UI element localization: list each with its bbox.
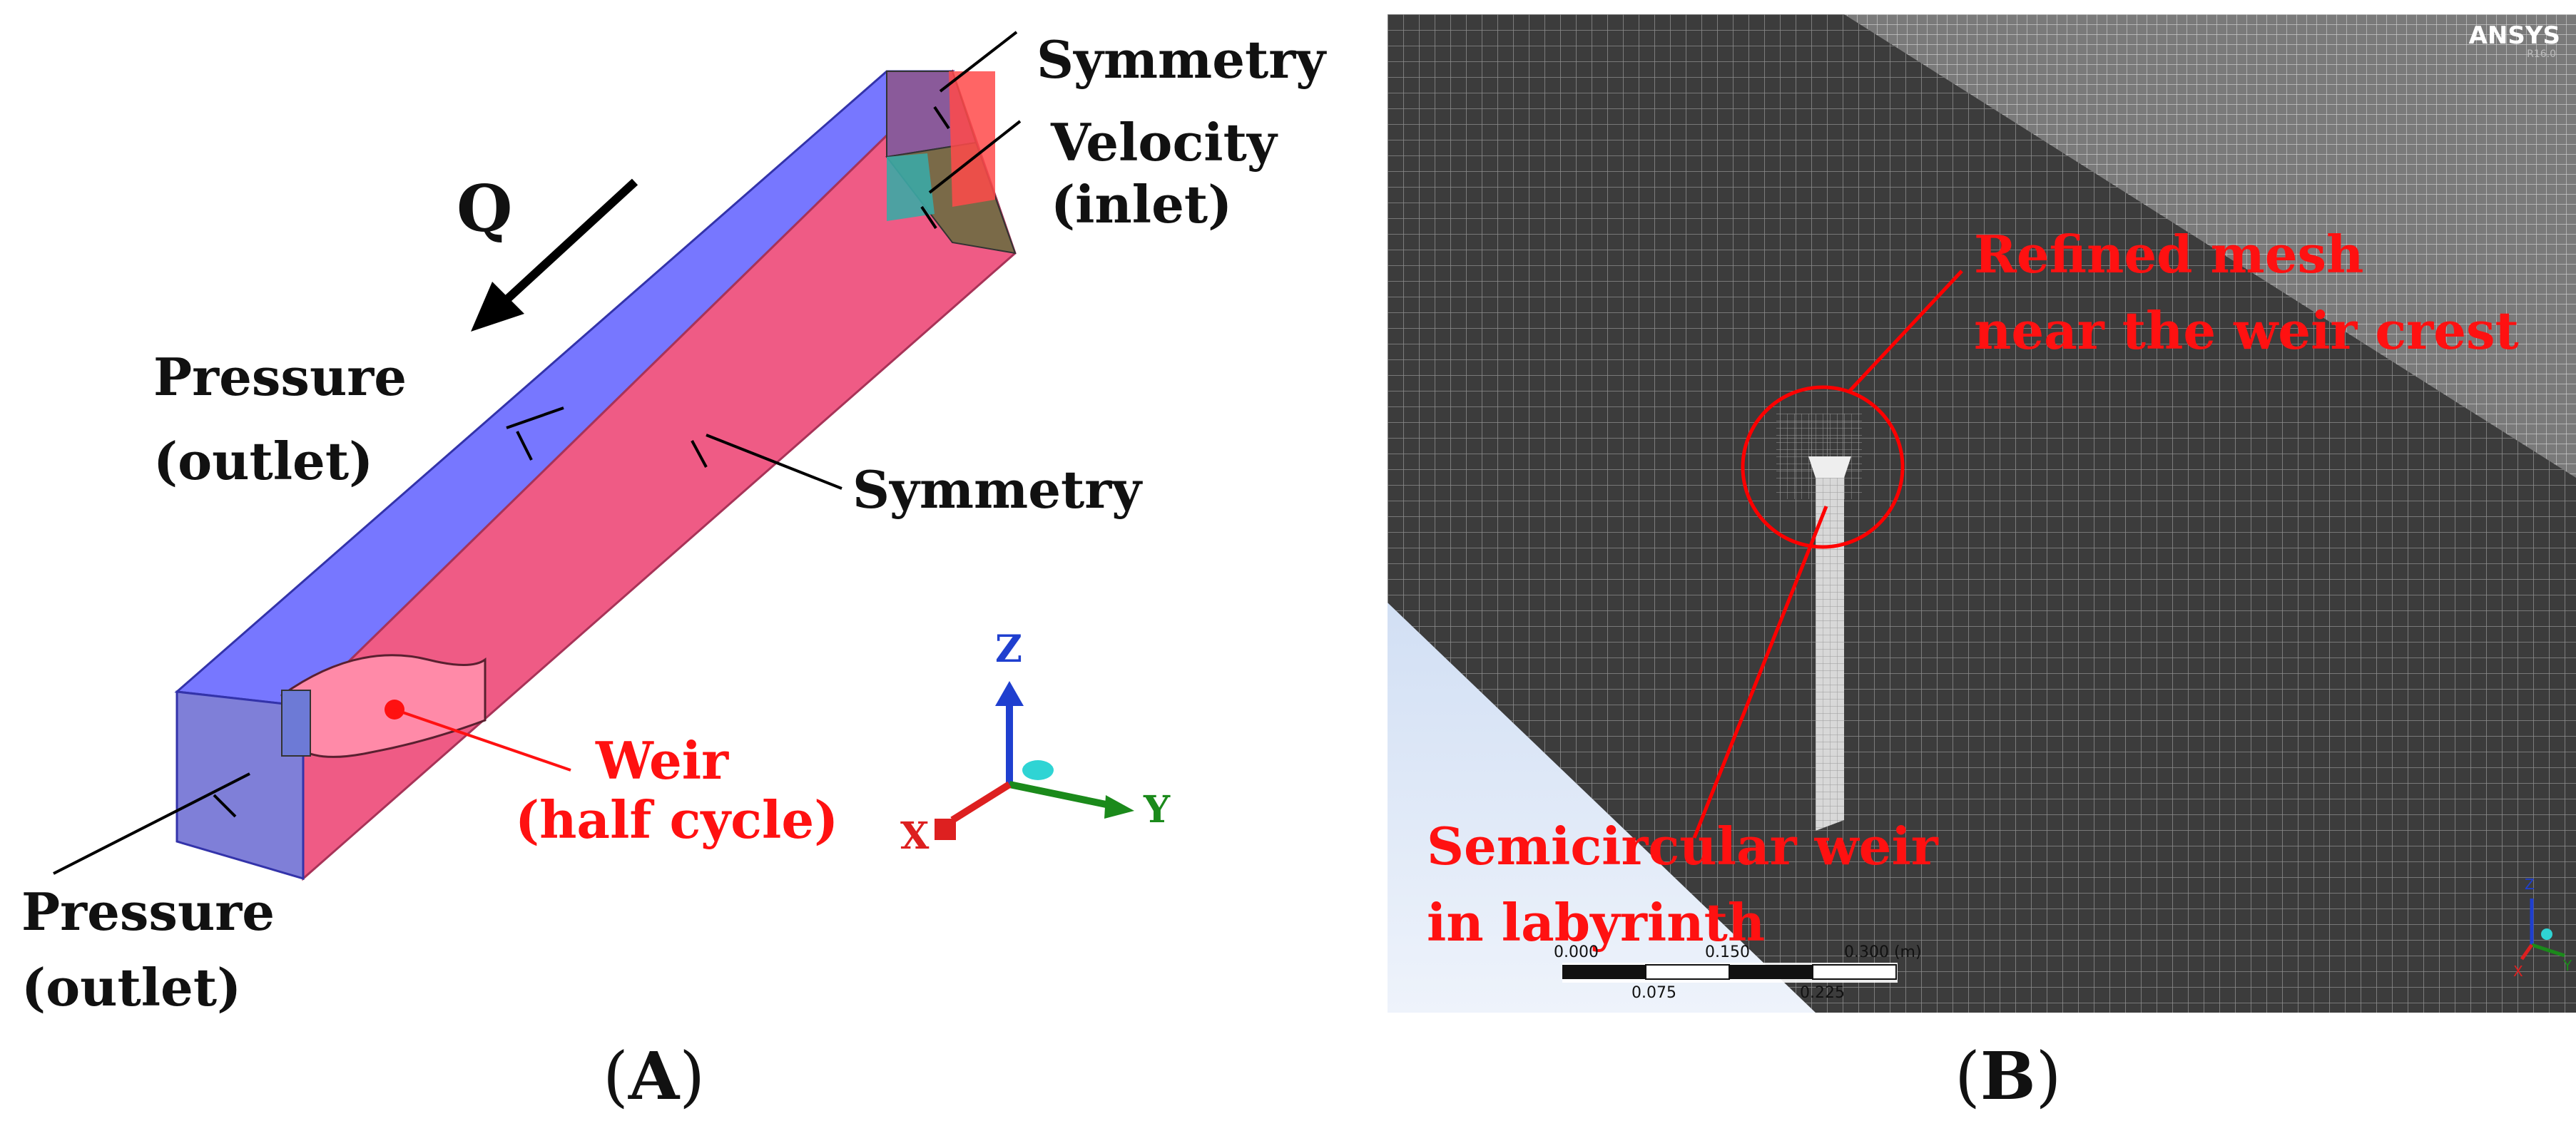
flow-direction-arrow — [499, 178, 638, 307]
refined-mesh-circle — [1741, 385, 1905, 549]
refined-mesh-sub-label: near the weir crest — [1974, 300, 2519, 361]
caption-b: (B) — [1955, 1038, 2062, 1115]
axis-x-label: X — [900, 814, 930, 858]
pressure-outlet-top-sub-label: (outlet) — [153, 431, 374, 491]
panel-b-mesh-view: ANSYS R16.0 Refined mesh near the weir c… — [1388, 14, 2576, 1013]
weir-left-plate — [281, 690, 311, 757]
pressure-outlet-bottom-sub-label: (outlet) — [21, 957, 242, 1018]
symmetry-top-label: Symmetry — [1037, 29, 1326, 90]
velocity-inlet-sub-label: (inlet) — [1051, 174, 1233, 235]
flow-arrowhead — [471, 282, 524, 332]
mesh-top-surface — [1844, 14, 2576, 478]
caption-a: (A) — [603, 1038, 706, 1115]
scale-tick-075: 0.075 — [1631, 984, 1676, 1002]
panel-a-boundary-conditions: Q Symmetry Velocity (inlet) Pressure (ou… — [21, 29, 1325, 1115]
mesh-render — [1388, 14, 2576, 1013]
mini-axis-z-label: Z — [2525, 876, 2535, 893]
semicircular-weir-label: Semicircular weir — [1427, 816, 1938, 876]
pressure-outlet-bottom-label: Pressure — [21, 881, 275, 942]
axis-z-label: Z — [995, 628, 1022, 671]
weir-label: Weir — [596, 730, 729, 791]
ansys-logo: ANSYS — [2468, 21, 2560, 50]
scale-tick-0: 0.000 — [1554, 943, 1599, 961]
pressure-outlet-end-face — [175, 690, 305, 881]
inlet-velocity-highlight — [949, 71, 995, 207]
inlet-teal-region — [887, 153, 935, 221]
mini-axis-y-label: Y — [2563, 957, 2572, 974]
axis-y-label: Y — [1144, 788, 1171, 831]
weir-half-cycle — [280, 654, 487, 758]
pressure-outlet-top-label: Pressure — [153, 347, 407, 407]
flow-label: Q — [457, 171, 513, 247]
scale-tick-225: 0.225 — [1800, 984, 1845, 1002]
mini-axis-x-label: X — [2513, 963, 2523, 980]
weir-sub-label: (half cycle) — [515, 789, 839, 850]
refined-mesh-label: Refined mesh — [1974, 224, 2364, 285]
scale-tick-300: 0.300 (m) — [1844, 943, 1922, 961]
symmetry-side-label: Symmetry — [852, 459, 1142, 520]
velocity-inlet-label: Velocity — [1051, 112, 1277, 173]
ansys-version: R16.0 — [2527, 48, 2556, 60]
scale-tick-150: 0.150 — [1705, 943, 1750, 961]
semicircular-weir-sub-label: in labyrinth — [1427, 892, 1766, 953]
channel-3d-model — [53, 31, 1134, 881]
